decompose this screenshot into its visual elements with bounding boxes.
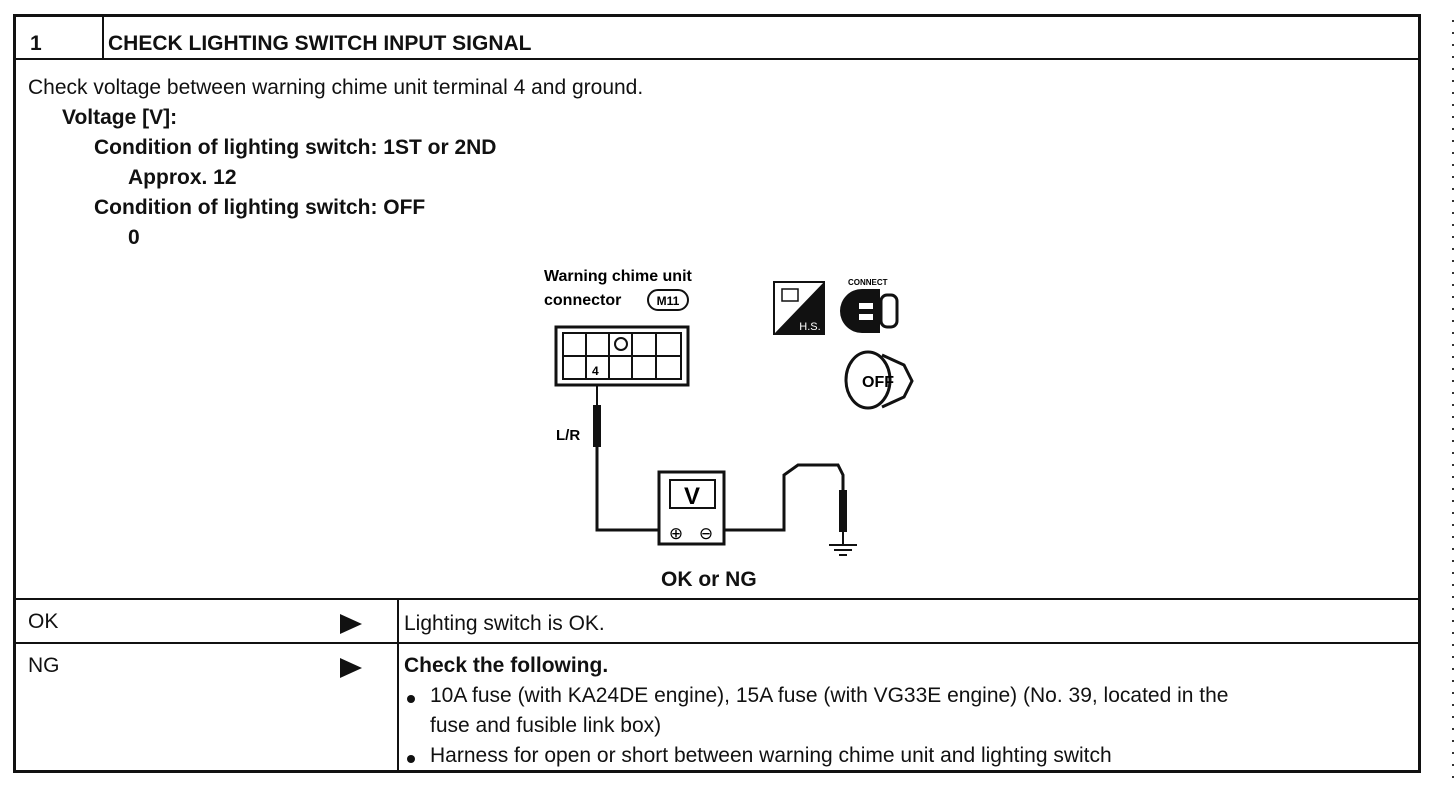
row-rule: [16, 598, 1418, 600]
condition-value: Approx. 12: [128, 166, 237, 189]
connector-label: Warning chime unit: [544, 268, 693, 285]
ng-check-item: 10A fuse (with KA24DE engine), 15A fuse …: [430, 684, 1229, 707]
column-divider: [397, 598, 399, 773]
voltage-label: Voltage [V]:: [62, 106, 178, 129]
condition-value: 0: [128, 226, 140, 249]
arrow-icon: [340, 658, 362, 678]
ignition-key-off-icon: [844, 350, 914, 410]
probe-positive: [593, 405, 601, 447]
check-table: 1 CHECK LIGHTING SWITCH INPUT SIGNAL Che…: [13, 14, 1421, 773]
step-title: CHECK LIGHTING SWITCH INPUT SIGNAL: [108, 32, 532, 55]
harness-side-icon: [773, 281, 825, 335]
probe-negative: [839, 490, 847, 532]
test-lead-negative: [724, 463, 845, 532]
row-rule: [16, 642, 1418, 644]
ok-action: Lighting switch is OK.: [404, 612, 605, 635]
result-label-ng: NG: [28, 654, 60, 677]
ng-check-item: fuse and fusible link box): [430, 714, 662, 737]
ng-action-title: Check the following.: [404, 654, 609, 677]
header-rule: [16, 58, 1418, 60]
condition-label: Condition of lighting switch: 1ST or 2ND: [94, 136, 497, 159]
terminal-number: 4: [592, 364, 599, 378]
connector-label: connector: [544, 292, 621, 309]
bullet-icon: [407, 755, 415, 763]
connect-icon: [840, 289, 899, 333]
step-number: 1: [30, 32, 42, 55]
wire-color-label: L/R: [556, 427, 580, 444]
ground-icon: [829, 532, 857, 556]
header-divider: [102, 17, 104, 60]
voltmeter-icon: [657, 470, 726, 546]
plus-terminal-icon: ⊕: [669, 524, 683, 543]
ng-check-item: Harness for open or short between warnin…: [430, 744, 1112, 767]
arrow-icon: [340, 614, 362, 634]
connector-id: M11: [657, 294, 680, 308]
page-edge-dots: [1452, 20, 1454, 780]
instruction-line: Check voltage between warning chime unit…: [28, 76, 644, 99]
result-label-ok: OK: [28, 610, 59, 633]
voltmeter-symbol: V: [684, 483, 700, 510]
connector-icon: [554, 325, 690, 387]
bullet-icon: [407, 695, 415, 703]
harness-side-label: H.S.: [799, 321, 820, 333]
result-prompt: OK or NG: [661, 568, 757, 591]
voltage-check-diagram: Warning chime unit connector M11 4 L/R V…: [544, 268, 914, 556]
test-lead-positive: [595, 447, 659, 532]
condition-label: Condition of lighting switch: OFF: [94, 196, 426, 219]
key-off-label: OFF: [862, 374, 894, 391]
connect-label: CONNECT: [848, 278, 888, 287]
connector-id-badge: [647, 289, 689, 311]
minus-terminal-icon: ⊖: [699, 524, 713, 543]
